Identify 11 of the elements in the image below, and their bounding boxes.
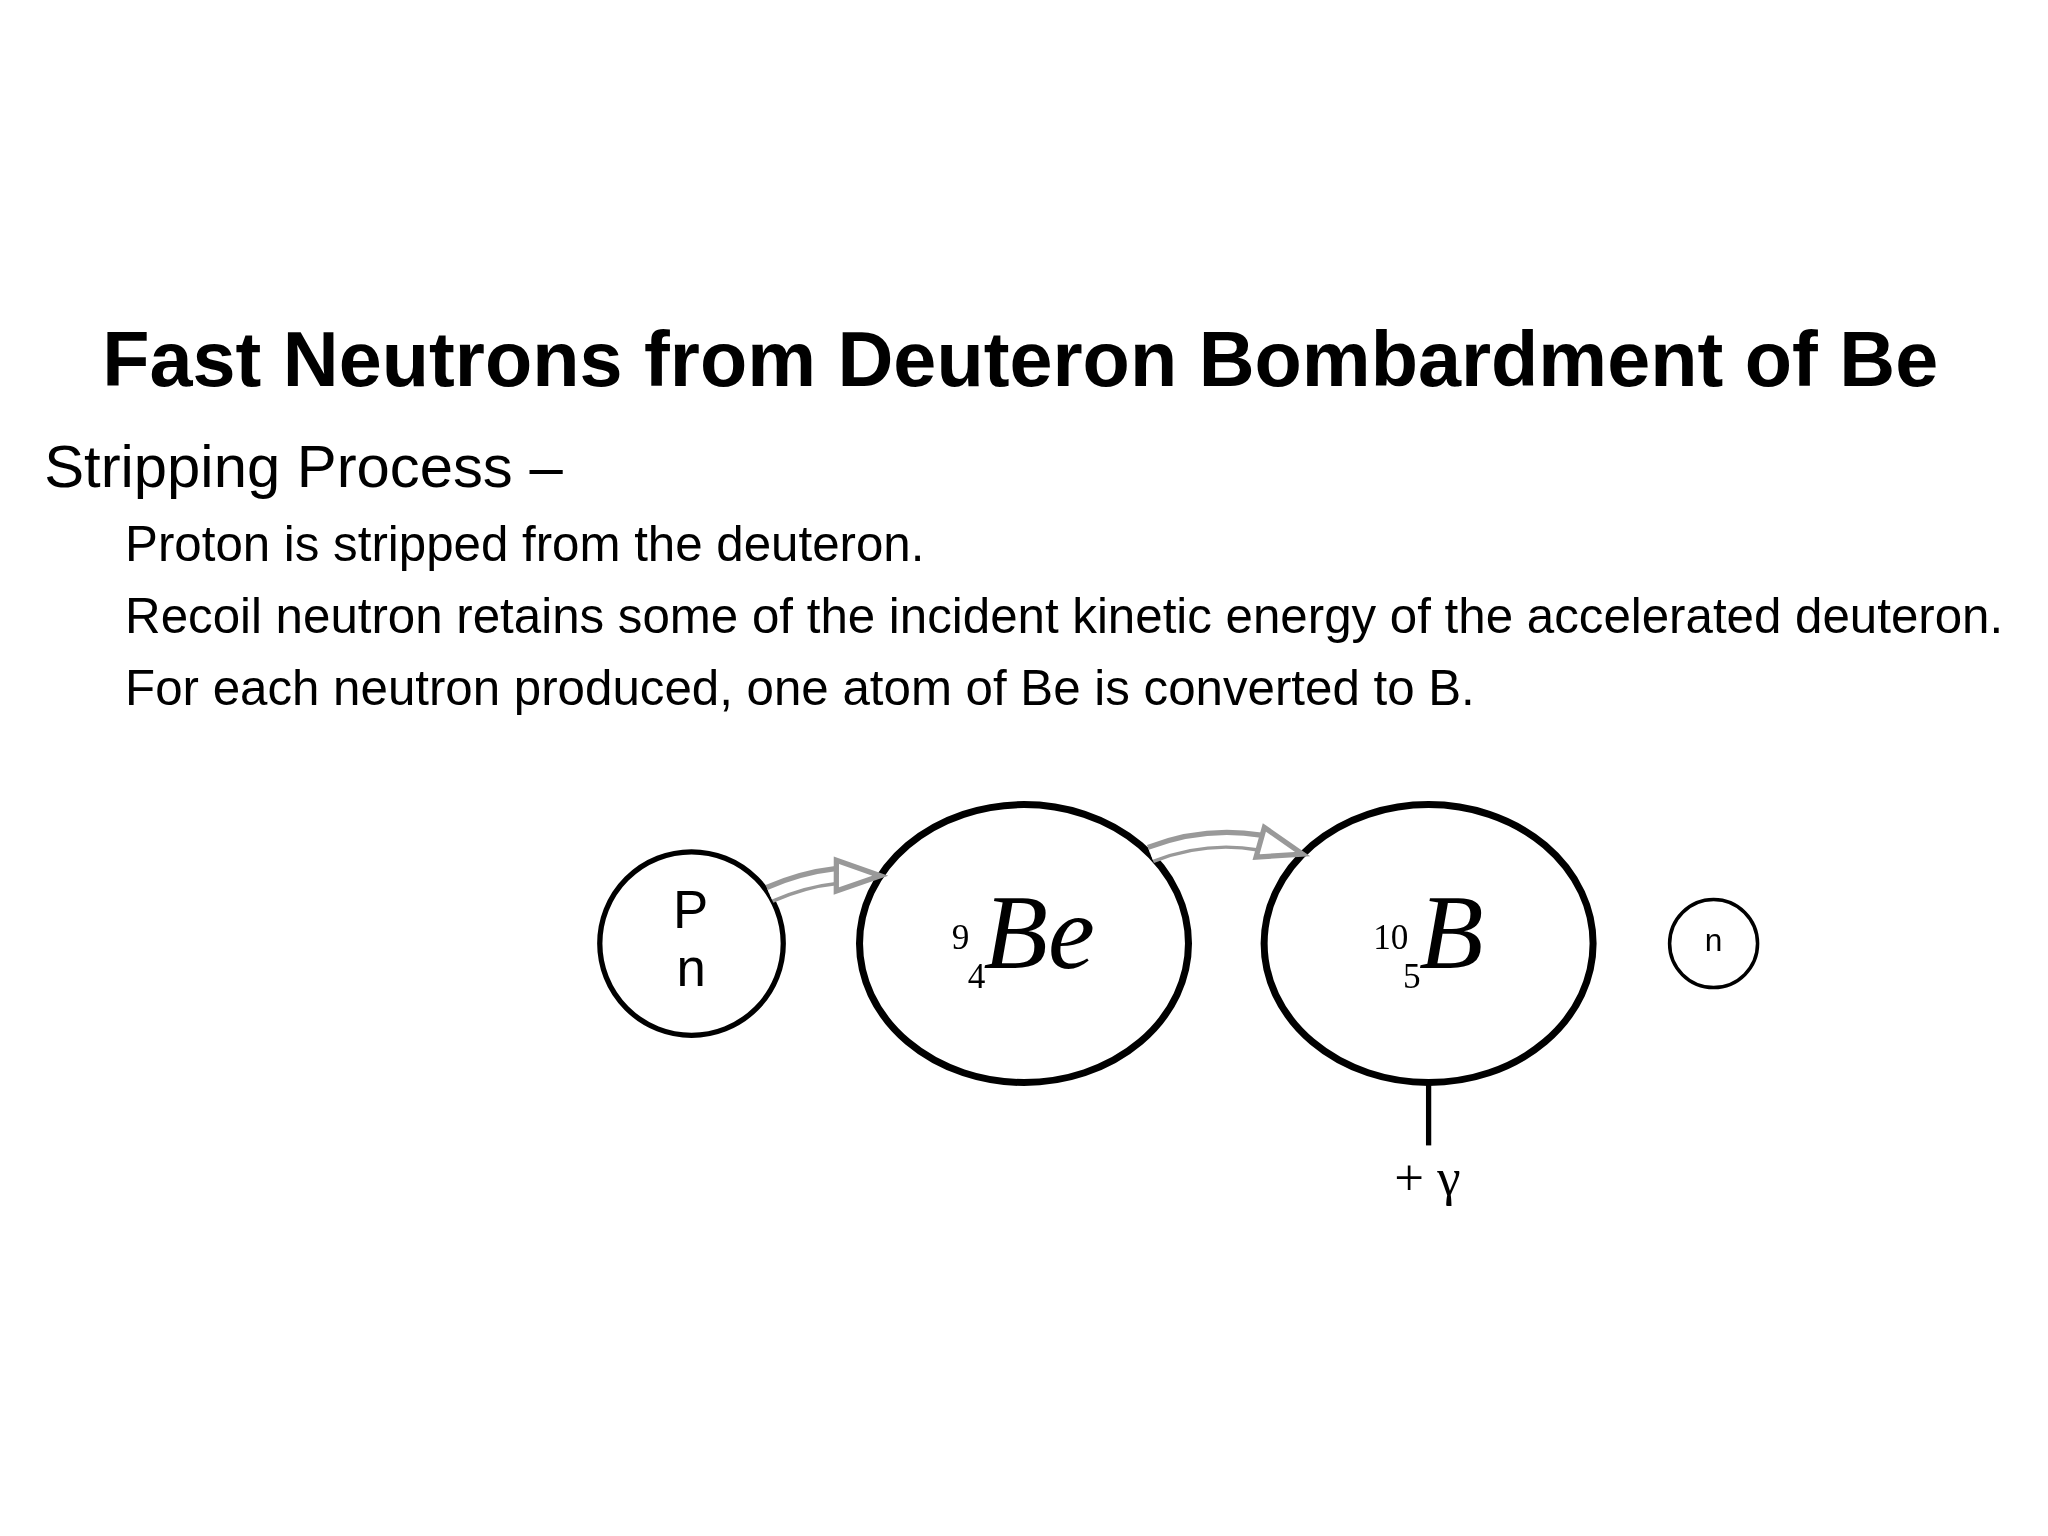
diagram-title: Fast Neutrons from Deuteron Bombardment of Be bbox=[102, 315, 1939, 402]
node-text: + γ bbox=[1394, 1147, 1461, 1206]
label: Recoil neutron retains some of the incident kinetic energy of the accelerated deuteron. bbox=[125, 587, 2004, 643]
arrow bbox=[765, 856, 889, 903]
node-circle: n bbox=[1667, 897, 1760, 989]
label: Proton is stripped from the deuteron. bbox=[125, 515, 925, 571]
label: Stripping Process – bbox=[44, 432, 563, 500]
connector bbox=[1425, 1082, 1432, 1145]
label: For each neutron produced, one atom of Be is converted to B. bbox=[125, 659, 1475, 715]
node-circle: P n bbox=[597, 848, 786, 1038]
arrow bbox=[1147, 822, 1311, 863]
